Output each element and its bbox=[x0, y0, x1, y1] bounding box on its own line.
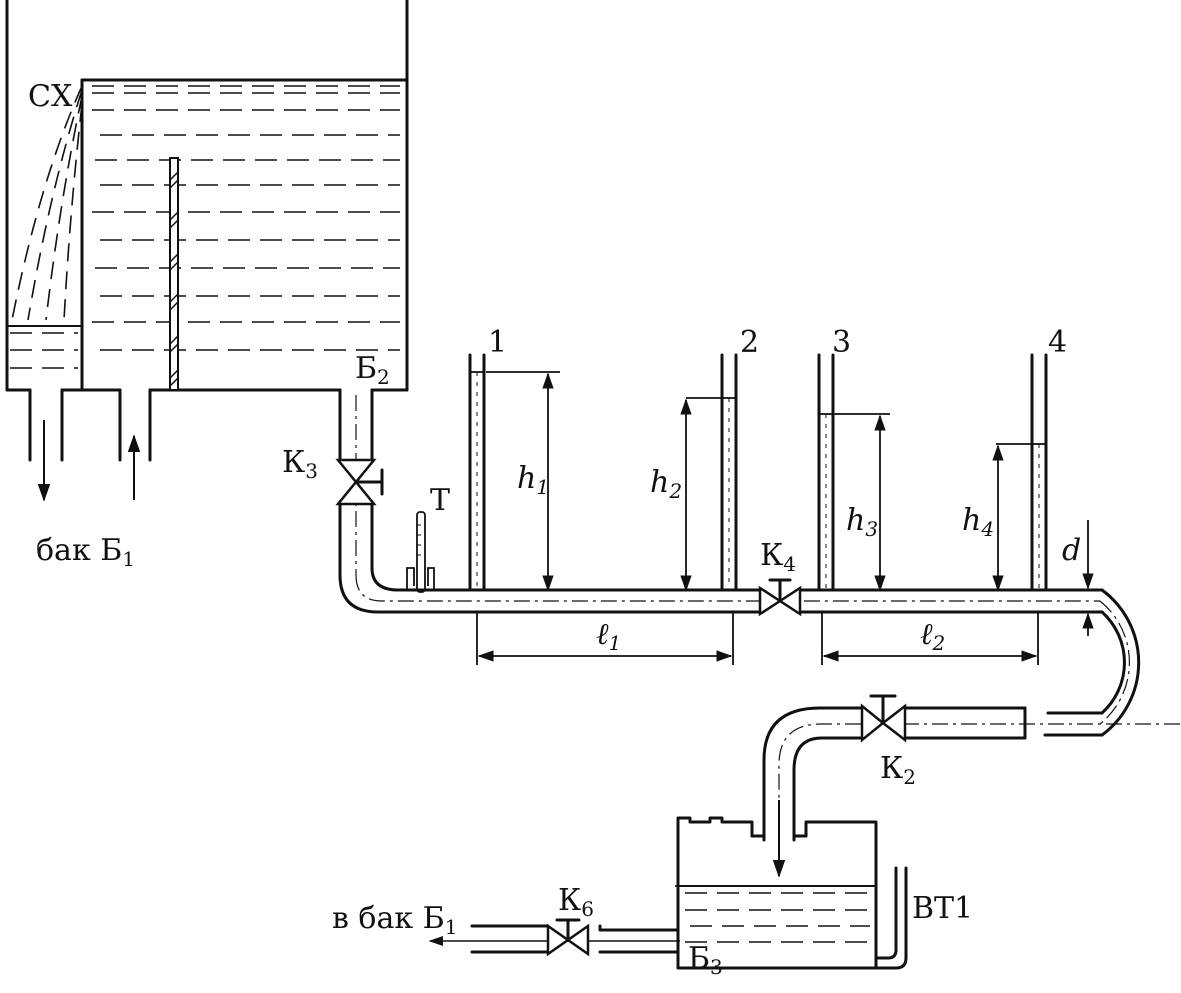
valve-k2[interactable] bbox=[860, 694, 907, 743]
piezometer-4-number: 4 bbox=[1048, 325, 1067, 360]
label-tank-b1: бак Б1 bbox=[36, 533, 135, 571]
label-valve-k3: К3 bbox=[282, 445, 318, 483]
label-outlet-to-b1: в бак Б1 bbox=[332, 901, 457, 939]
volumetric-tank-b3 bbox=[428, 816, 908, 970]
length-l1-label: ℓ1 bbox=[596, 617, 621, 655]
label-diameter-d: d bbox=[1062, 533, 1081, 568]
label-valve-k6: К6 bbox=[558, 883, 594, 921]
length-l2-label: ℓ2 bbox=[920, 617, 945, 655]
piezometer-1-number: 1 bbox=[488, 325, 507, 360]
supply-pipe bbox=[338, 388, 1100, 614]
label-vt1: ВТ1 bbox=[912, 891, 973, 926]
piezometer-2-number: 2 bbox=[740, 325, 759, 360]
valve-k6[interactable] bbox=[546, 918, 590, 957]
head-h2-label: h2 bbox=[650, 465, 682, 503]
label-valve-k2: К2 bbox=[880, 751, 916, 789]
piezometer-tubes bbox=[468, 353, 1048, 592]
head-h3-label: h3 bbox=[846, 503, 878, 541]
valve-k3[interactable] bbox=[335, 458, 384, 506]
head-h4-label: h4 bbox=[962, 503, 994, 541]
head-h1-label: h1 bbox=[517, 461, 549, 499]
label-tank-b2: Б2 bbox=[355, 351, 390, 389]
label-thermometer-t: Т bbox=[430, 483, 450, 518]
valve-k4[interactable] bbox=[758, 578, 802, 617]
thermometer-t bbox=[406, 511, 435, 593]
test-pipe bbox=[402, 588, 1141, 737]
label-sx: СХ bbox=[28, 79, 73, 114]
piezometer-3-number: 3 bbox=[832, 325, 851, 360]
length-dimension-lines bbox=[476, 612, 1039, 665]
label-valve-k4: К4 bbox=[760, 538, 796, 576]
upper-tank-b2 bbox=[5, 0, 409, 502]
label-tank-b3: Б3 bbox=[688, 941, 723, 979]
return-pipe bbox=[762, 706, 1180, 878]
head-dimension-lines bbox=[486, 371, 1032, 592]
